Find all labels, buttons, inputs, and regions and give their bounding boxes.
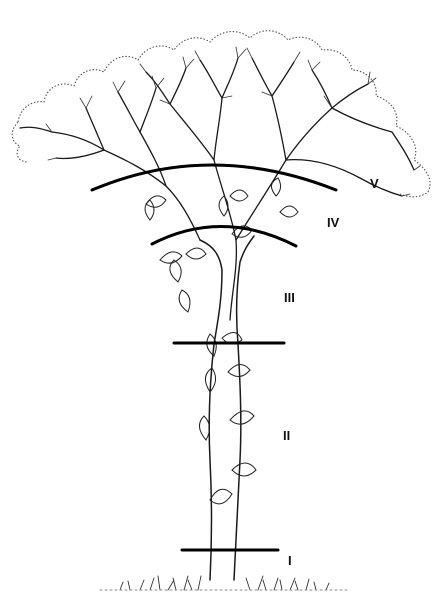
zone-label-v: V bbox=[370, 176, 379, 191]
zone-label-iv: IV bbox=[327, 215, 340, 230]
crown-twigs bbox=[46, 47, 420, 196]
trunk bbox=[200, 236, 254, 580]
zone-label-i: I bbox=[288, 553, 292, 568]
zone-dividers bbox=[92, 165, 336, 550]
zone-labels: I II III IV V bbox=[283, 176, 379, 568]
zone-label-iii: III bbox=[284, 290, 295, 305]
divider-iii-iv bbox=[152, 226, 296, 246]
canopy-outline bbox=[12, 31, 430, 197]
divider-iv-v bbox=[92, 165, 336, 190]
crown-branches bbox=[20, 58, 414, 320]
zone-label-ii: II bbox=[283, 428, 290, 443]
ground-grass bbox=[100, 576, 350, 590]
